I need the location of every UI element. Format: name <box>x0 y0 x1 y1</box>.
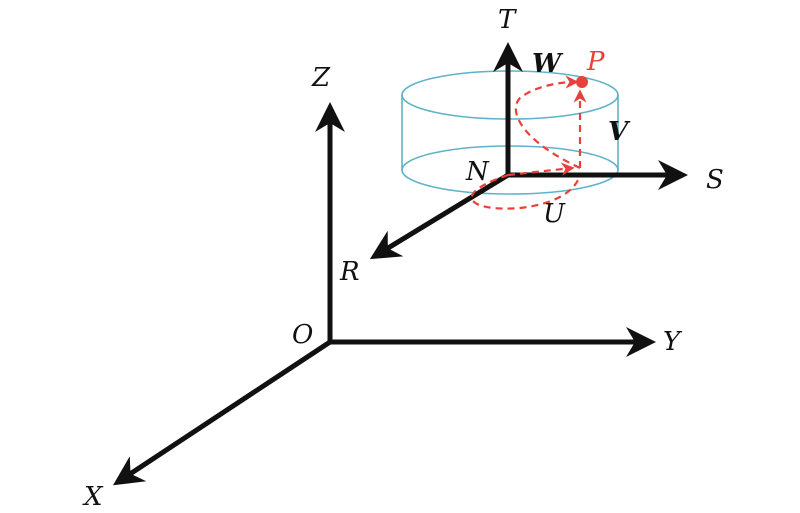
label-z-axis: Z <box>311 63 331 93</box>
path-to-point <box>470 75 587 210</box>
x-axis <box>112 339 332 486</box>
label-v-component: V <box>608 117 631 147</box>
label-u-component: U <box>543 199 566 229</box>
label-y-axis: Y <box>663 327 683 357</box>
label-origin: O <box>292 320 313 350</box>
label-x-axis: X <box>82 482 104 512</box>
labels: O X Y Z N R S T P U V W <box>82 5 724 512</box>
label-local-origin: N <box>465 157 490 187</box>
label-w-component: W <box>532 49 564 79</box>
label-s-axis: S <box>706 165 724 195</box>
u-radius <box>507 162 575 177</box>
point-p-marker <box>576 76 588 88</box>
label-point-p: P <box>586 47 605 77</box>
local-axes <box>369 42 688 260</box>
u-arc <box>470 173 579 210</box>
label-t-axis: T <box>498 5 517 35</box>
w-arc <box>514 75 581 169</box>
label-r-axis: R <box>339 257 360 287</box>
global-axes <box>112 102 656 486</box>
r-axis <box>369 172 510 260</box>
